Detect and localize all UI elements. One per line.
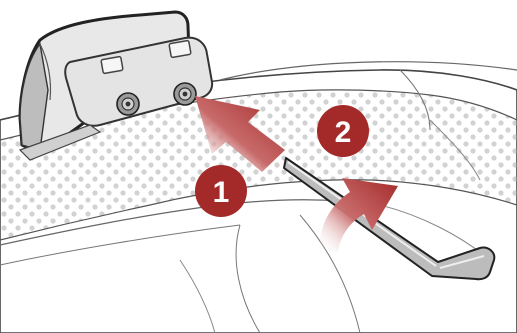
clamp-mount-icon: [18, 10, 214, 161]
rotate-arrow-icon: [319, 178, 398, 252]
step-number-2: 2: [335, 116, 352, 149]
screw-left: [116, 92, 140, 116]
step-number-1: 1: [213, 176, 230, 209]
step-badge-2: 2: [317, 105, 369, 157]
push-arrow-icon: [195, 96, 285, 172]
screw-right: [173, 82, 197, 106]
step-badge-1: 1: [195, 165, 247, 217]
helmet-shell: [0, 61, 517, 333]
